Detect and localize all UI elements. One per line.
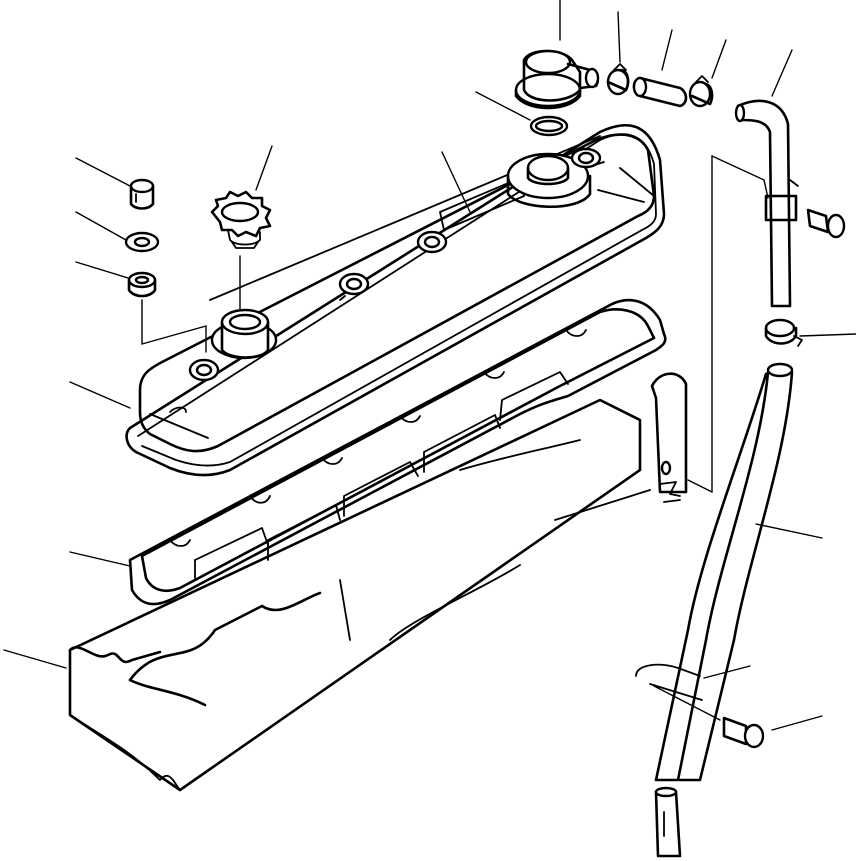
grommet [127, 271, 157, 298]
mounting-bolt [806, 208, 846, 239]
support-bracket [650, 372, 688, 503]
leader-lines [3, 0, 856, 731]
hose-clamp [688, 75, 714, 108]
o-ring [529, 115, 569, 137]
washer [124, 231, 160, 253]
breather [514, 49, 600, 110]
oil-filler-cap [210, 190, 272, 249]
breather-tube [734, 99, 799, 308]
plug [129, 178, 155, 210]
dipstick-tube-end [654, 786, 682, 858]
cover-gasket [128, 298, 667, 606]
clip [635, 663, 703, 701]
cylinder-head [68, 398, 651, 792]
hose-clamp [764, 318, 803, 347]
hose-clamp [606, 63, 630, 96]
breather-hose [632, 76, 688, 108]
cylinder-head-cover [125, 123, 666, 477]
mounting-bolt [722, 716, 765, 749]
